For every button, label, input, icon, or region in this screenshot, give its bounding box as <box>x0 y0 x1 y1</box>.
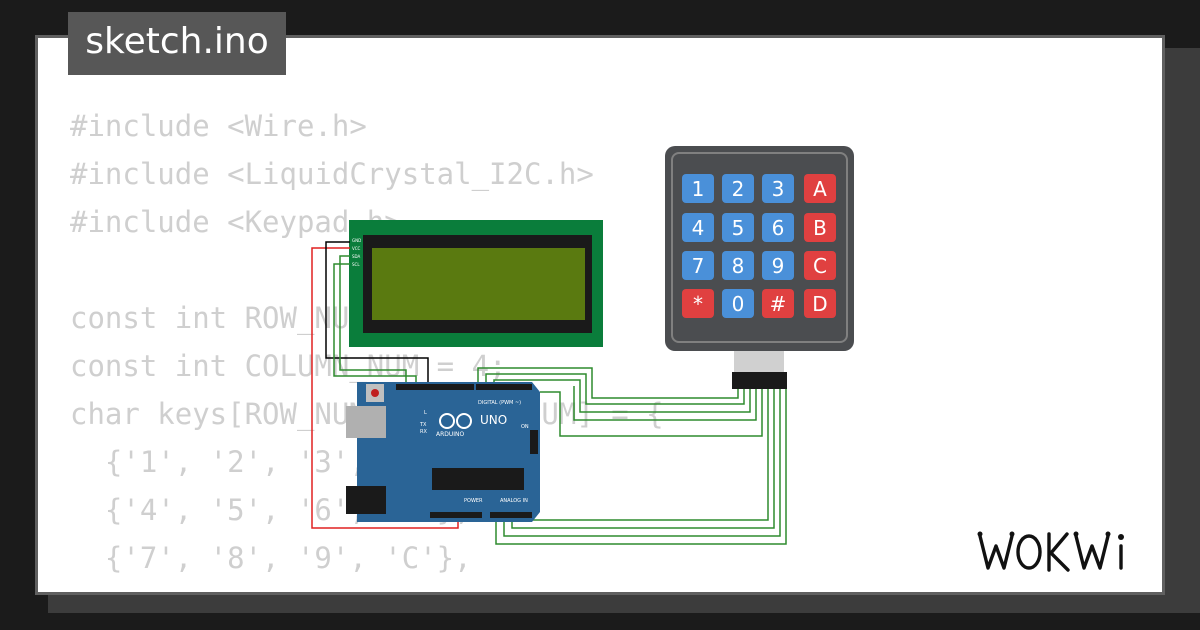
header-power <box>430 512 482 518</box>
keypad-frame <box>671 152 848 343</box>
header-digital-low <box>476 384 532 390</box>
key-2[interactable]: 2 <box>722 174 754 203</box>
wire-key-6 <box>519 388 769 521</box>
power-jack <box>346 486 386 514</box>
wire-key-5 <box>540 388 763 437</box>
reset-button-cap <box>371 389 379 397</box>
arduino-logo <box>439 413 472 429</box>
key-4[interactable]: 4 <box>682 213 714 242</box>
lcd-pin-sda: SDA <box>352 254 361 259</box>
wire-key-1 <box>477 367 739 399</box>
key-9[interactable]: 9 <box>762 251 794 280</box>
wire-gnd <box>325 241 429 388</box>
code-line: #include <LiquidCrystal_I2C.h> <box>70 157 594 191</box>
membrane-keypad[interactable]: 1 2 3 A 4 5 6 B 7 8 9 C * 0 # D <box>665 146 854 351</box>
lcd-pin-scl: SCL <box>352 262 360 267</box>
key-c[interactable]: C <box>804 251 836 280</box>
wire-key-2 <box>485 373 745 405</box>
lcd-screen <box>372 248 585 320</box>
lcd-pin-labels: GND VCC SDA SCL <box>352 238 361 267</box>
power-label: POWER <box>464 498 483 504</box>
key-hash[interactable]: # <box>762 289 794 318</box>
keypad-connector <box>732 350 787 389</box>
analog-label: ANALOG IN <box>500 498 528 504</box>
rx-led-label: RX <box>420 429 427 435</box>
key-7[interactable]: 7 <box>682 251 714 280</box>
key-star[interactable]: * <box>682 289 714 318</box>
key-1[interactable]: 1 <box>682 174 714 203</box>
code-line: {'7', '8', '9', 'C'}, <box>70 541 472 575</box>
arduino-uno-board[interactable]: UNO ARDUINO DIGITAL (PWM ~) POWER ANALOG… <box>346 382 540 522</box>
wire-key-4 <box>573 386 757 421</box>
tx-led-label: TX <box>419 422 427 428</box>
icsp-header <box>530 430 538 454</box>
digital-label: DIGITAL (PWM ~) <box>478 400 521 406</box>
usb-port <box>346 406 386 438</box>
lcd-pin-gnd: GND <box>352 238 361 243</box>
key-3[interactable]: 3 <box>762 174 794 203</box>
key-8[interactable]: 8 <box>722 251 754 280</box>
lcd-pin-vcc: VCC <box>352 246 361 251</box>
key-d[interactable]: D <box>804 289 836 318</box>
code-line: {'*', '0', '#', 'D'} <box>70 582 664 592</box>
header-digital-high <box>396 384 474 390</box>
file-title: sketch.ino <box>85 21 269 62</box>
wire-key-8 <box>503 388 781 537</box>
arduino-brand-label: ARDUINO <box>436 431 465 438</box>
key-6[interactable]: 6 <box>762 213 794 242</box>
wire-key-7 <box>511 388 775 529</box>
file-title-tab: sketch.ino <box>68 12 286 75</box>
code-line: #include <Wire.h> <box>70 109 367 143</box>
wokwi-logo <box>977 531 1124 572</box>
wire-vcc <box>311 247 459 529</box>
key-5[interactable]: 5 <box>722 213 754 242</box>
wire-key-3 <box>493 379 751 413</box>
wire-key-9 <box>495 388 787 545</box>
uno-label: UNO <box>480 413 507 427</box>
on-led-label: ON <box>521 424 529 430</box>
lcd-module[interactable]: GND VCC SDA SCL <box>349 220 603 347</box>
key-b[interactable]: B <box>804 213 836 242</box>
key-0[interactable]: 0 <box>722 289 754 318</box>
l-led-label: L <box>424 410 427 416</box>
header-analog <box>490 512 532 518</box>
atmega-chip <box>432 468 524 490</box>
wire-scl <box>333 263 417 388</box>
key-a[interactable]: A <box>804 174 836 203</box>
